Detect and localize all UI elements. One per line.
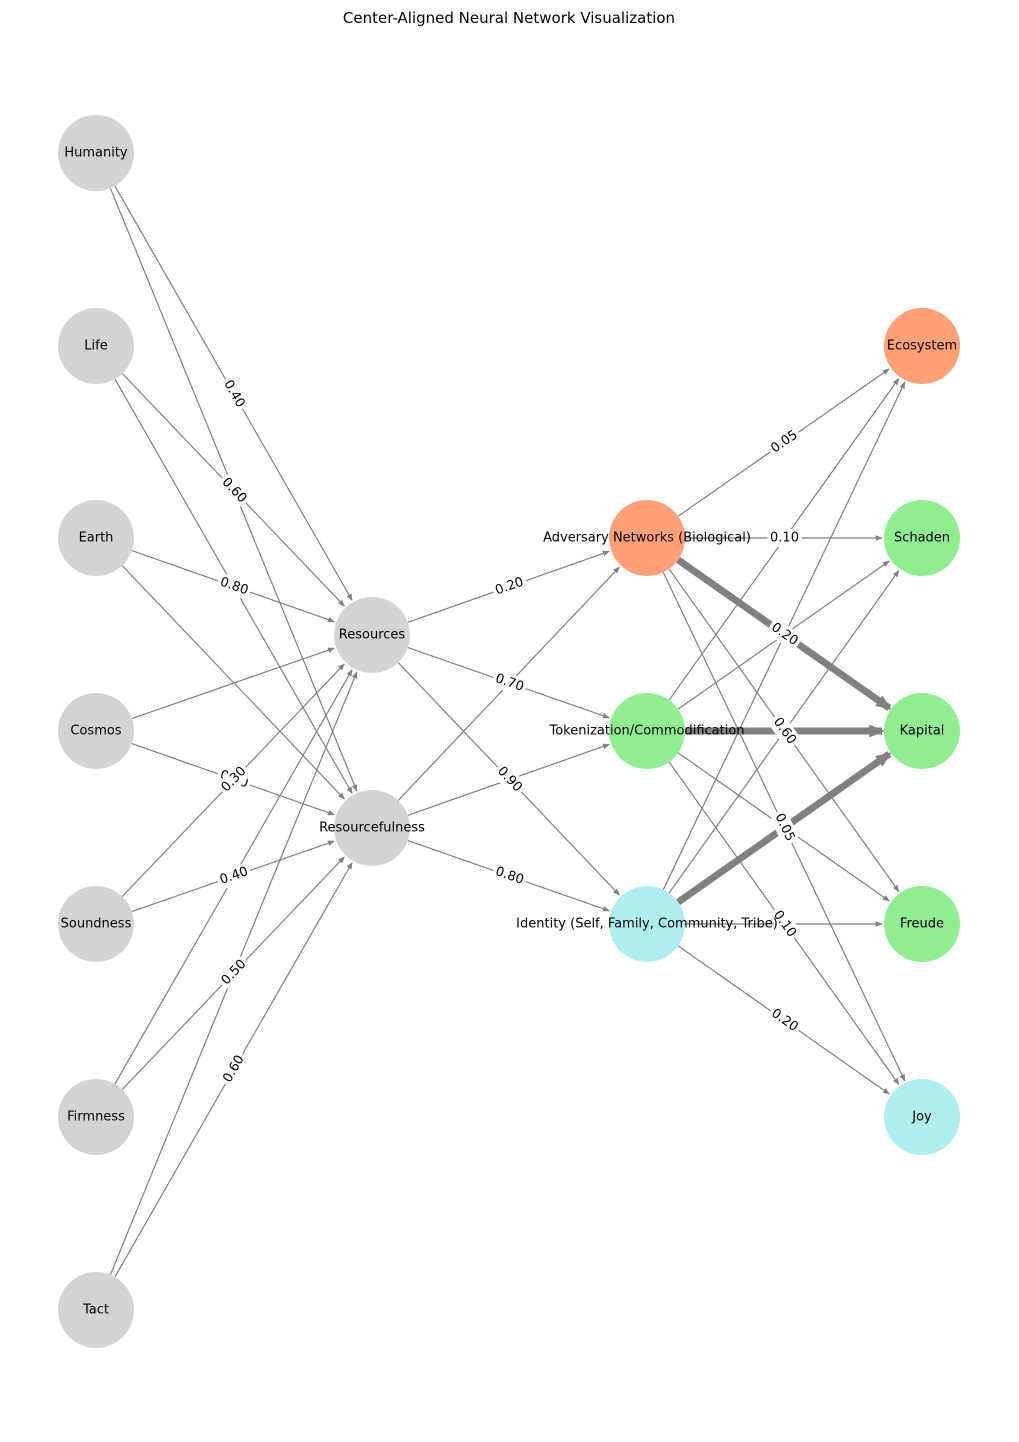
edge-label-humanity-to-resources: 0.40 xyxy=(219,376,249,412)
edge-label-adversary-to-joy: 0.05 xyxy=(771,810,798,845)
node-label: Soundness xyxy=(61,917,132,932)
edge-label-tact-to-resourcefulness: 0.60 xyxy=(219,1051,249,1087)
node-circle xyxy=(58,308,134,384)
node-circle xyxy=(884,1079,960,1155)
node-tact: Tact xyxy=(58,1272,134,1348)
edge-label-text: 0.10 xyxy=(770,531,799,546)
node-circle xyxy=(884,500,960,576)
node-label: Tokenization/Commodification xyxy=(548,724,744,739)
node-firmness: Firmness xyxy=(58,1079,134,1155)
edge-label-resources-to-adversary: 0.20 xyxy=(492,574,527,599)
node-tokenization: Tokenization/Commodification xyxy=(548,693,745,769)
edge-label-resources-to-tokenization: 0.70 xyxy=(492,670,527,696)
edge-label-earth-to-resources: 0.80 xyxy=(216,574,252,599)
node-label: Joy xyxy=(911,1110,932,1125)
edge-label-resourcefulness-to-identity: 0.80 xyxy=(492,863,527,889)
node-label: Adversary Networks (Biological) xyxy=(543,531,751,546)
node-label: Earth xyxy=(79,531,114,546)
node-circle xyxy=(58,1079,134,1155)
edge-earth-to-resourcefulness xyxy=(121,565,345,800)
node-label: Life xyxy=(84,339,107,354)
node-circle xyxy=(334,597,410,673)
node-label: Schaden xyxy=(894,531,950,546)
node-cosmos: Cosmos xyxy=(58,693,134,769)
node-label: Resourcefulness xyxy=(319,821,425,836)
node-circle xyxy=(609,500,685,576)
node-circle xyxy=(609,886,685,962)
node-life: Life xyxy=(58,308,134,384)
node-schaden: Schaden xyxy=(884,500,960,576)
node-circle xyxy=(58,886,134,962)
node-label: Humanity xyxy=(64,146,128,161)
edge-labels-layer: 0.400.600.800.700.300.400.500.600.200.70… xyxy=(216,376,802,1087)
node-ecosystem: Ecosystem xyxy=(884,308,960,384)
node-label: Resources xyxy=(339,628,406,643)
edge-cosmos-to-resources xyxy=(131,647,335,720)
node-freude: Freude xyxy=(884,886,960,962)
node-soundness: Soundness xyxy=(58,886,134,962)
node-label: Kapital xyxy=(900,724,945,739)
node-label: Ecosystem xyxy=(887,339,957,354)
node-joy: Joy xyxy=(884,1079,960,1155)
edge-label-soundness-to-resourcefulness: 0.40 xyxy=(216,863,252,889)
node-circle xyxy=(58,500,134,576)
node-adversary: Adversary Networks (Biological) xyxy=(543,500,751,576)
node-circle xyxy=(58,1272,134,1348)
node-circle xyxy=(334,790,410,866)
edge-label-identity-to-joy: 0.20 xyxy=(767,1005,802,1036)
node-earth: Earth xyxy=(58,500,134,576)
node-resources: Resources xyxy=(334,597,410,673)
diagram-title: Center-Aligned Neural Network Visualizat… xyxy=(343,9,675,27)
node-circle xyxy=(884,693,960,769)
node-circle xyxy=(58,115,134,191)
node-label: Tact xyxy=(82,1303,109,1318)
node-circle xyxy=(884,308,960,384)
node-circle xyxy=(884,886,960,962)
node-label: Firmness xyxy=(67,1110,125,1125)
node-identity: Identity (Self, Family, Community, Tribe… xyxy=(516,886,778,962)
nodes-layer: HumanityLifeEarthCosmosSoundnessFirmness… xyxy=(58,115,960,1348)
edge-label-adversary-to-schaden: 0.10 xyxy=(767,529,802,547)
node-circle xyxy=(609,693,685,769)
node-label: Identity (Self, Family, Community, Tribe… xyxy=(516,917,778,932)
node-label: Freude xyxy=(900,917,944,932)
node-circle xyxy=(58,693,134,769)
node-resourcefulness: Resourcefulness xyxy=(319,790,425,866)
edge-label-adversary-to-ecosystem: 0.05 xyxy=(767,427,802,457)
node-humanity: Humanity xyxy=(58,115,134,191)
node-kapital: Kapital xyxy=(884,693,960,769)
node-label: Cosmos xyxy=(70,724,121,739)
